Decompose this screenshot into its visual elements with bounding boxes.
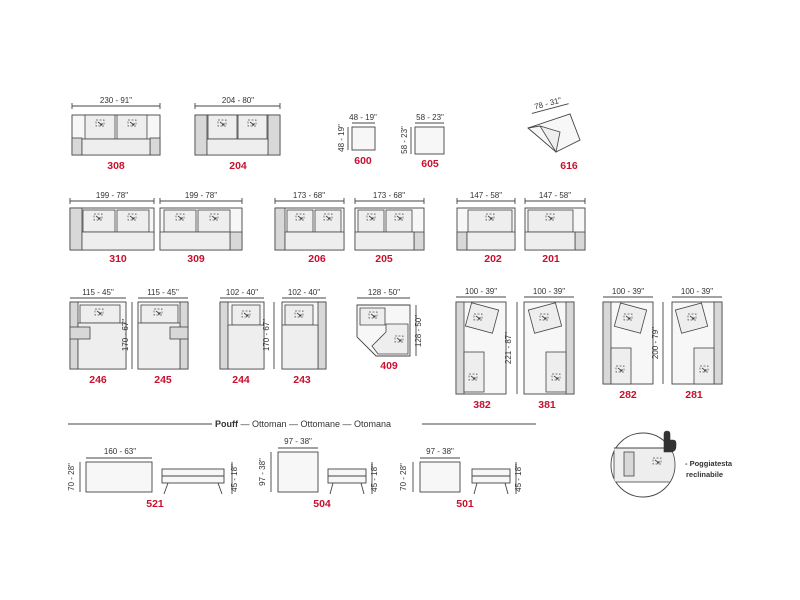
code-605: 605 — [421, 158, 439, 170]
module-605: 58 - 23" 58 - 23" 605 — [400, 113, 445, 170]
sofa-244: 102 - 40" 244 — [219, 288, 265, 386]
dim-309: 199 - 78" — [185, 191, 217, 200]
code-282: 282 — [619, 389, 637, 401]
sofa-310: 199 - 78" 310 — [69, 191, 155, 265]
dim-depth-244-243: 170 - 67" — [262, 319, 271, 351]
dim-243: 102 - 40" — [288, 288, 320, 297]
code-308: 308 — [107, 160, 125, 172]
pouff-521: 160 - 63" 70 - 28" 45 - 18" 521 — [67, 447, 239, 510]
legend-line2: reclinabile — [686, 470, 723, 479]
dim-501-w: 97 - 38" — [426, 447, 454, 456]
dim-205: 173 - 68" — [373, 191, 405, 200]
dim-308: 230 - 91" — [100, 96, 132, 105]
code-310: 310 — [109, 253, 127, 265]
code-504: 504 — [313, 498, 331, 510]
dim-381: 100 - 39" — [533, 287, 565, 296]
sofa-382: 100 - 39" 382 — [455, 287, 507, 411]
sofa-202: 147 - 58" 202 — [456, 191, 516, 265]
sofa-246: 115 - 45" 246 — [69, 288, 127, 386]
dim-409-w: 128 - 50" — [368, 288, 400, 297]
depth-382-381: 221 - 87" — [504, 302, 518, 394]
dim-244: 102 - 40" — [226, 288, 258, 297]
dim-382: 100 - 39" — [465, 287, 497, 296]
dim-521-side: 45 - 18" — [230, 464, 239, 492]
code-409: 409 — [380, 360, 398, 372]
dim-501-h: 70 - 28" — [399, 463, 408, 491]
sofa-205: 173 - 68" 205 — [354, 191, 425, 265]
dim-depth-246-245: 170 - 67" — [121, 319, 130, 351]
code-381: 381 — [538, 399, 556, 411]
sofa-206: 173 - 68" 206 — [274, 191, 345, 265]
module-600: 48 - 19" 48 - 19" 600 — [337, 113, 377, 167]
code-206: 206 — [308, 253, 326, 265]
code-501: 501 — [456, 498, 474, 510]
pouff-501: 97 - 38" 70 - 28" 45 - 18" 501 — [399, 447, 523, 510]
sofa-201: 147 - 58" 201 — [524, 191, 586, 265]
code-600: 600 — [354, 155, 372, 167]
code-521: 521 — [146, 498, 164, 510]
dim-504-h: 97 - 38" — [258, 458, 267, 486]
dim-202: 147 - 58" — [470, 191, 502, 200]
dim-504-w: 97 - 38" — [284, 437, 312, 446]
code-244: 244 — [232, 374, 250, 386]
pouff-heading-rest: — Ottoman — Ottomane — Otomana — [238, 419, 391, 429]
legend-line1: - Poggiatesta — [685, 459, 733, 468]
sofa-308: 230 - 91" 308 — [71, 96, 161, 172]
depth-282-281: 200 - 79" — [651, 302, 664, 384]
sofa-243: 102 - 40" 243 — [281, 288, 327, 386]
dim-204: 204 - 80" — [222, 96, 254, 105]
code-281: 281 — [685, 389, 703, 401]
dim-501-side: 45 - 18" — [514, 464, 523, 492]
pouff-heading-bold: Pouff — [215, 419, 239, 429]
dim-521-h: 70 - 28" — [67, 463, 76, 491]
dim-310: 199 - 78" — [96, 191, 128, 200]
dim-206: 173 - 68" — [293, 191, 325, 200]
code-382: 382 — [473, 399, 491, 411]
module-616: 78 - 31" 616 — [527, 96, 581, 172]
sofa-381: 100 - 39" 381 — [523, 287, 575, 411]
code-246: 246 — [89, 374, 107, 386]
pouff-heading-text: Pouff — Ottoman — Ottomane — Otomana — [215, 419, 391, 429]
code-202: 202 — [484, 253, 502, 265]
code-616: 616 — [560, 160, 578, 172]
depth-246-245: 170 - 67" — [121, 302, 133, 369]
code-205: 205 — [375, 253, 393, 265]
sofa-204: 204 - 80" 204 — [194, 96, 281, 172]
dim-409-h: 128 - 50" — [414, 315, 423, 347]
legend-reclining-headrest: - Poggiatesta reclinabile — [610, 430, 733, 498]
hand-icon — [663, 430, 677, 453]
dim-281: 100 - 39" — [681, 287, 713, 296]
sofa-409: 128 - 50" 128 - 50" 409 — [356, 288, 423, 372]
sofa-245: 115 - 45" 245 — [137, 288, 189, 386]
dim-depth-382-381: 221 - 87" — [504, 332, 513, 364]
dim-605-h: 58 - 23" — [400, 126, 409, 154]
pouff-heading: Pouff — Ottoman — Ottomane — Otomana — [68, 419, 536, 429]
dim-201: 147 - 58" — [539, 191, 571, 200]
dim-600-w: 48 - 19" — [349, 113, 377, 122]
dim-504-side: 45 - 18" — [370, 464, 379, 492]
code-309: 309 — [187, 253, 205, 265]
sofa-282: 100 - 39" 282 — [602, 287, 654, 401]
depth-244-243: 170 - 67" — [262, 302, 275, 369]
dim-246: 115 - 45" — [82, 288, 114, 297]
code-243: 243 — [293, 374, 311, 386]
dim-521-w: 160 - 63" — [104, 447, 136, 456]
code-204: 204 — [229, 160, 247, 172]
sofa-309: 199 - 78" 309 — [159, 191, 243, 265]
dim-depth-282-281: 200 - 79" — [651, 327, 660, 359]
dim-605-w: 58 - 23" — [416, 113, 444, 122]
code-245: 245 — [154, 374, 172, 386]
sofa-281: 100 - 39" 281 — [671, 287, 723, 401]
dim-282: 100 - 39" — [612, 287, 644, 296]
pouff-504: 97 - 38" 97 - 38" 45 - 18" 504 — [258, 437, 379, 510]
dim-600-h: 48 - 19" — [337, 124, 346, 152]
code-201: 201 — [542, 253, 560, 265]
dim-245: 115 - 45" — [147, 288, 179, 297]
